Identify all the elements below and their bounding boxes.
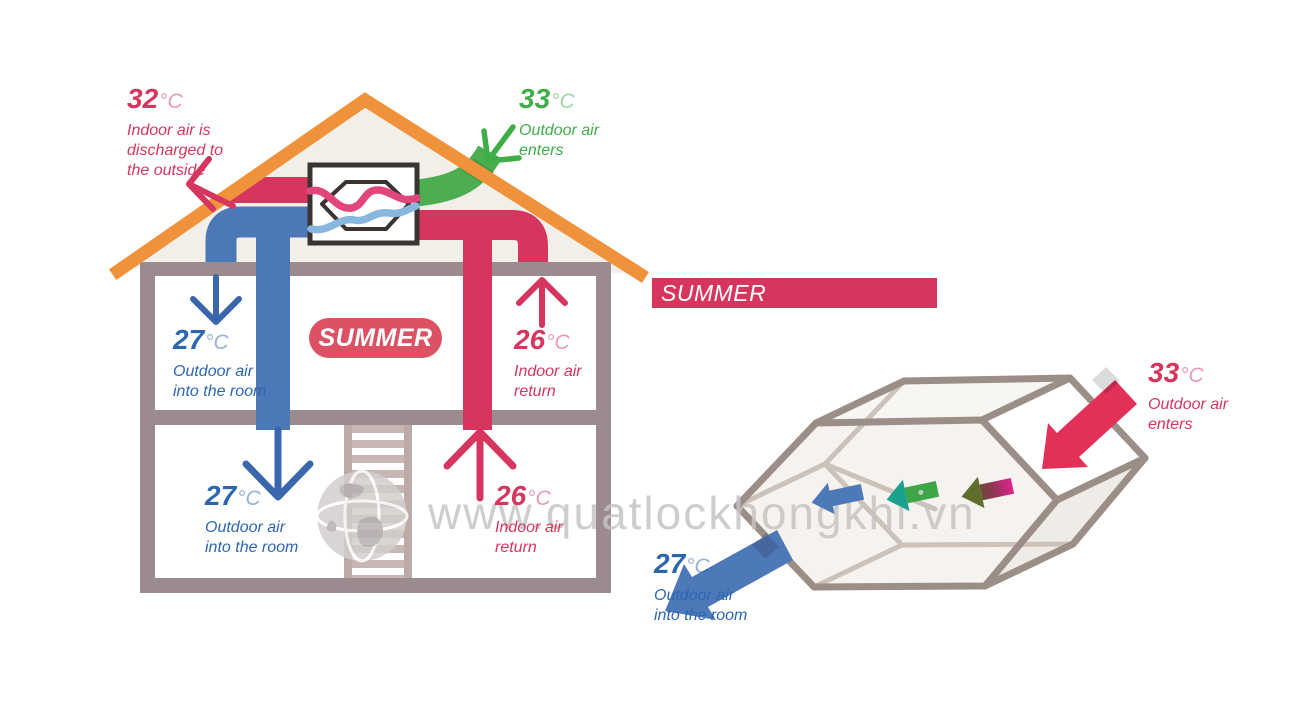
heat-recovery-unit [306,162,421,246]
lower-return-arrow-icon [443,428,517,502]
discharge-arrow-icon [186,156,236,212]
return-duct-column [463,212,492,430]
lower-supply-temp: 27 [205,480,237,511]
watermark-text: www.quatlockhongkhi.vn [428,487,976,539]
left-wall [140,262,155,593]
upper-return-temp: 26 [514,324,546,355]
core-flow-green-arrow-icon [886,479,940,512]
intake-air-label: 33°C Outdoor air enters [519,83,600,160]
core-outlet-label: 27°C Outdoor air into the room [654,548,748,625]
right-wall [596,262,611,593]
upper-supply-label: 27°C Outdoor air into the room [173,324,267,401]
core-flow-cooling-arrow-icon [961,476,1015,509]
core-flow-blue-arrow-icon [811,482,865,515]
core-outlet-temp: 27 [654,548,686,579]
lower-return-label: 26°C Indoor air return [495,480,563,557]
discharge-air-label: 32°C Indoor air is discharged to the out… [127,83,224,180]
cool-air-ribbon [307,202,420,234]
upper-return-label: 26°C Indoor air return [514,324,582,401]
upper-supply-temp: 27 [173,324,205,355]
intake-temp: 33 [519,83,551,114]
season-banner: SUMMER [652,278,937,308]
exchanger-core-icon [320,180,411,231]
lower-return-temp: 26 [495,480,527,511]
upper-supply-arrow-icon [190,274,242,325]
upper-return-arrow-icon [516,277,568,328]
wireframe-edges [733,374,1149,591]
season-badge: SUMMER [309,318,442,358]
globe-watermark-icon [315,469,409,563]
bottom-band [140,578,611,593]
intake-arrow-icon [481,124,522,164]
lower-supply-arrow-icon [242,426,314,501]
wireframe-hidden-edges [734,378,1076,590]
discharge-temp: 32 [127,83,159,114]
core-inlet-temp: 33 [1148,357,1180,388]
core-outlet-arrow-icon [665,530,793,620]
lower-supply-label: 27°C Outdoor air into the room [205,480,299,557]
roof [108,92,649,283]
core-inlet-label: 33°C Outdoor air enters [1148,357,1229,434]
core-inlet-arrow-icon [1042,367,1137,469]
warm-air-ribbon [306,186,421,212]
supply-duct-elbow [205,206,312,262]
supply-duct-column [256,207,290,430]
return-duct-elbow [415,210,548,262]
